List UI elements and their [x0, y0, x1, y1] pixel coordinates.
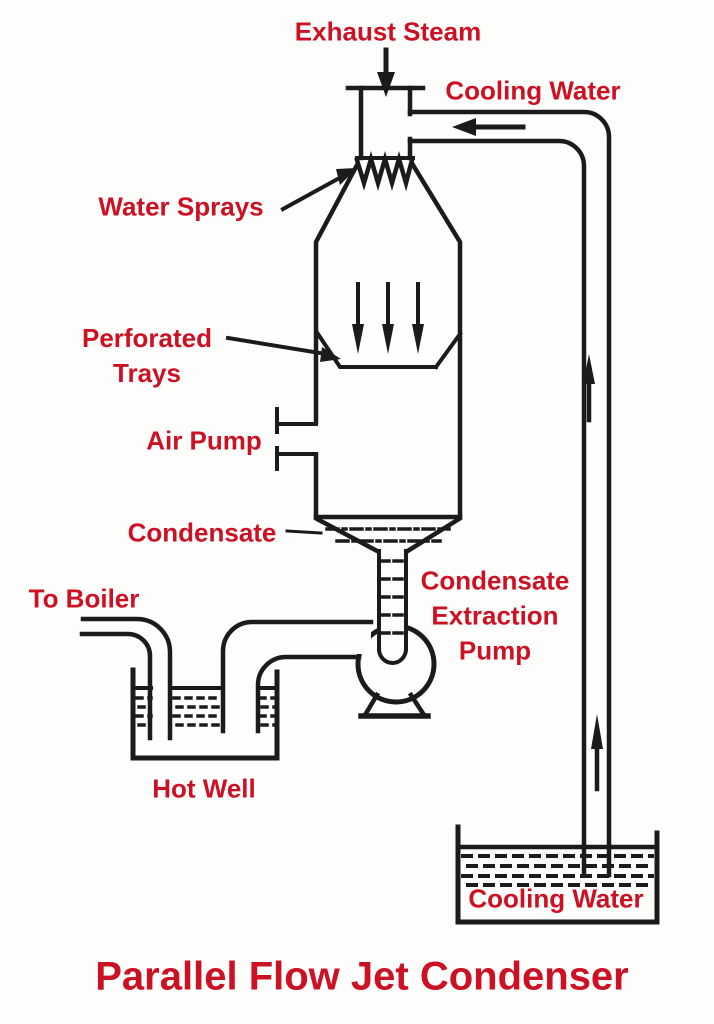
label-perforated-trays: Perforated Trays — [82, 321, 212, 391]
cooling-water-pipe — [407, 109, 612, 878]
label-cep-line2: Extraction — [431, 600, 559, 631]
label-air-pump: Air Pump — [146, 425, 262, 456]
label-perforated-trays-line1: Perforated — [81, 323, 213, 353]
up-flow-arrow-top — [583, 354, 595, 423]
exhaust-steam-arrow — [377, 47, 395, 97]
steam-inlet-neck — [345, 85, 426, 161]
label-condensate-extraction-pump: Condensate Extraction Pump — [421, 564, 570, 669]
label-hot-well: Hot Well — [152, 773, 256, 804]
condensate-extraction-pump-body — [220, 549, 437, 734]
perforated-tray — [315, 331, 463, 370]
label-cep-line3: Pump — [458, 635, 532, 666]
hot-well-tank — [130, 667, 280, 761]
label-cep-line1: Condensate — [420, 565, 570, 596]
cooling-water-dots — [461, 854, 654, 887]
condenser-shell — [313, 161, 463, 520]
label-water-sprays: Water Sprays — [98, 191, 264, 222]
diagram-title: Parallel Flow Jet Condenser — [95, 954, 629, 999]
condensate-level-marks — [379, 559, 406, 635]
air-pump-stub — [275, 407, 318, 471]
label-exhaust-steam: Exhaust Steam — [294, 16, 482, 47]
perforated-trays-pointer-arrow — [225, 335, 341, 362]
label-cooling-water-bottom: Cooling Water — [468, 883, 644, 914]
label-to-boiler: To Boiler — [28, 583, 140, 614]
up-flow-arrow-bottom — [591, 714, 603, 792]
to-boiler-pipe — [79, 616, 173, 741]
hot-well-water-dots — [135, 696, 277, 727]
condensate-cone — [285, 515, 463, 556]
cooling-water-flow-arrow-left — [452, 118, 526, 136]
down-flow-arrows — [352, 282, 424, 354]
label-cooling-water-top: Cooling Water — [445, 75, 621, 106]
cooling-water-tank — [455, 824, 660, 925]
water-spray-nozzles — [354, 150, 415, 192]
label-perforated-trays-line2: Trays — [113, 358, 181, 388]
label-condensate: Condensate — [127, 517, 277, 548]
